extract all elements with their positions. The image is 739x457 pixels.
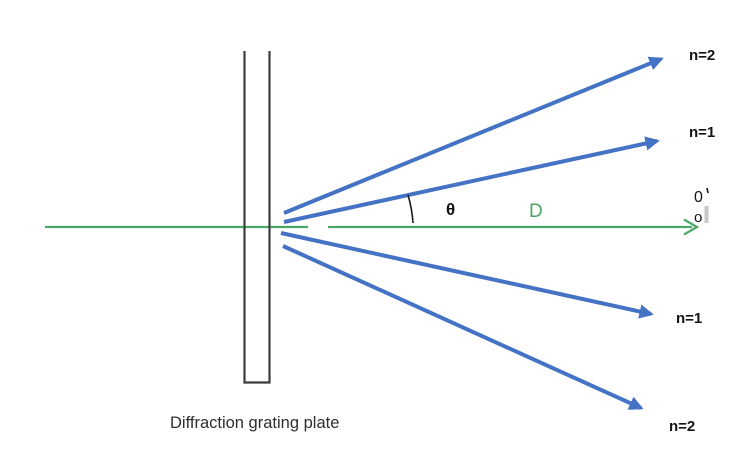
green-arrowhead-icon bbox=[683, 218, 700, 236]
label-n1-down: n=1 bbox=[676, 310, 702, 327]
label-n1-up: n=1 bbox=[689, 124, 715, 141]
label-zero-lower: o bbox=[694, 209, 702, 226]
label-distance-d: D bbox=[529, 201, 543, 222]
zero-upper-tick bbox=[706, 187, 709, 194]
label-n2-down: n=2 bbox=[669, 418, 695, 435]
ray-n2-down bbox=[282, 244, 644, 410]
ray-n1-down bbox=[280, 231, 654, 319]
ray-n1-up bbox=[283, 136, 660, 224]
grating-plate-outline bbox=[243, 51, 271, 384]
label-theta: θ bbox=[446, 200, 455, 219]
angle-arc bbox=[407, 194, 414, 224]
label-zero-upper: 0 bbox=[694, 189, 703, 206]
label-n2-up: n=2 bbox=[689, 47, 715, 64]
cursor-artifact bbox=[704, 206, 709, 223]
ray-n2-up bbox=[283, 56, 664, 215]
diagram-caption: Diffraction grating plate bbox=[170, 414, 339, 432]
